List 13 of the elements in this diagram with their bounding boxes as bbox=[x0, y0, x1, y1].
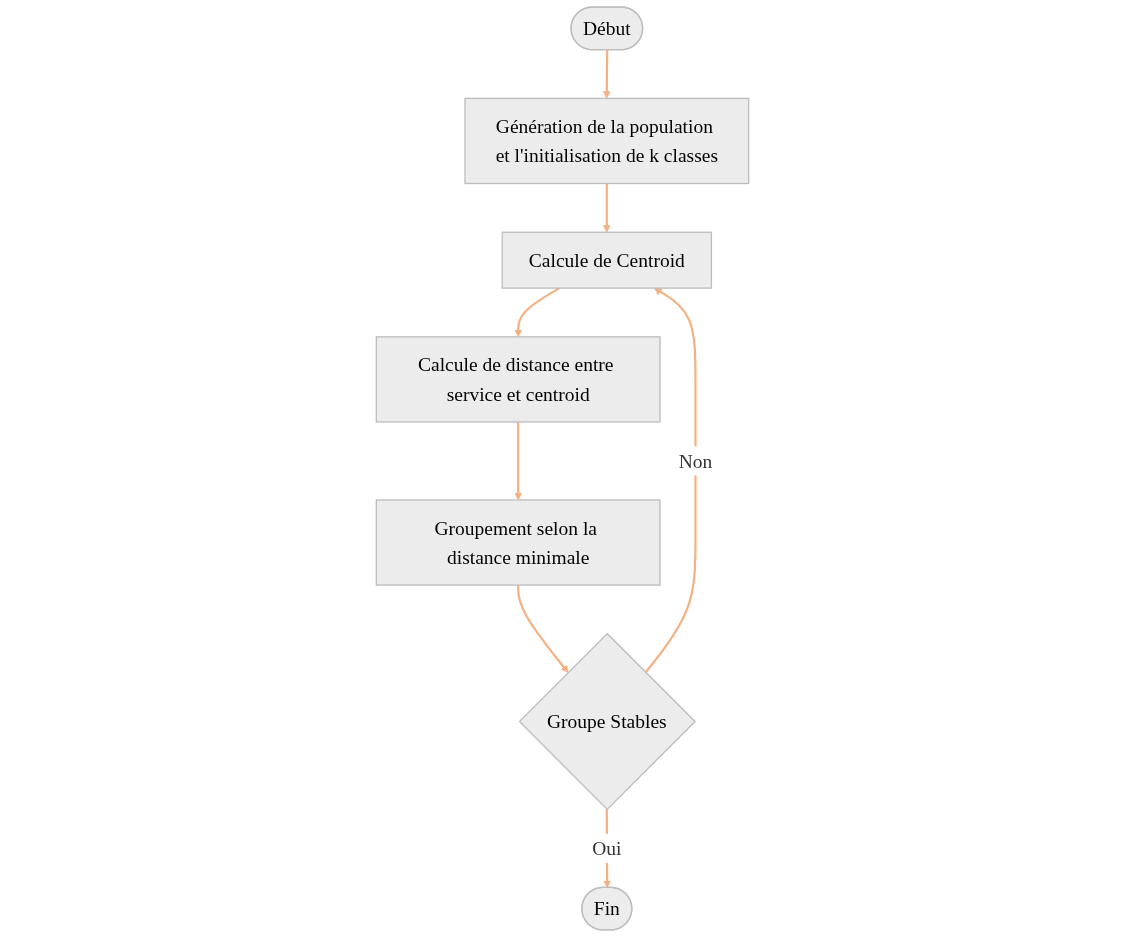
node-box: Calcule de distance entre service et centroid bbox=[375, 336, 661, 423]
arrow bbox=[602, 183, 611, 233]
arrow bbox=[602, 50, 611, 99]
node-box: Groupement selon la distance minimale bbox=[375, 499, 661, 586]
arrow bbox=[517, 585, 569, 673]
arrow bbox=[514, 421, 523, 501]
edge-label: Oui bbox=[592, 837, 622, 860]
node-box: Génération de la population et l'initialisation de k classes bbox=[464, 97, 750, 185]
arrow bbox=[514, 287, 561, 338]
arrow bbox=[644, 287, 697, 674]
node-box: Calcule de Centroid bbox=[501, 231, 713, 289]
node-diamond: Groupe Stables bbox=[518, 632, 696, 811]
edge-label: Non bbox=[678, 449, 713, 473]
